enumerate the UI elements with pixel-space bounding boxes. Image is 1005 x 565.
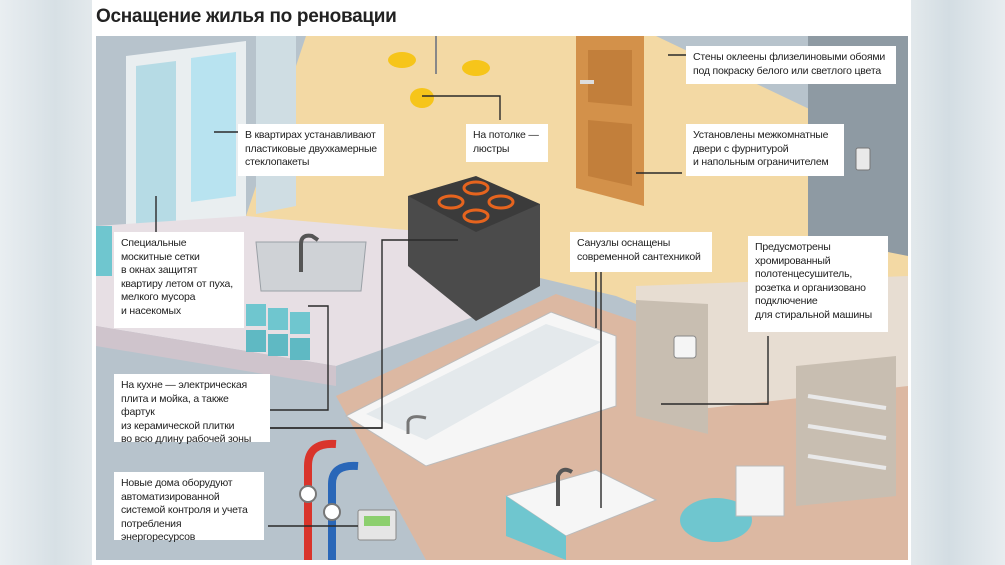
energy-meter-display [364, 516, 390, 526]
callout-windows: В квартирах устанавливают пластиковые дв… [238, 124, 384, 176]
bathroom-outlet [673, 335, 697, 359]
glass-tile-backsplash [96, 226, 310, 360]
callout-mosquito-nets: Специальные москитные сетки в окнах защи… [114, 232, 244, 328]
callout-walls: Стены оклеены флизелиновыми обоями под п… [686, 46, 896, 84]
callout-kitchen: На кухне — электрическая плита и мойка, … [114, 374, 270, 445]
pipe-hot [304, 439, 337, 560]
door-panel-lower [588, 120, 632, 186]
kitchen-faucet [299, 233, 320, 272]
bath-faucet [406, 415, 427, 434]
right-wall [808, 36, 908, 256]
washbasin-cabinet [506, 496, 566, 560]
washbasin [504, 469, 658, 537]
door-handle [580, 80, 594, 84]
callout-doors: Установлены межкомнатные двери с фурниту… [686, 124, 844, 176]
callout-walls-text: Стены оклеены флизелиновыми обоями под п… [693, 51, 886, 77]
stove-body [408, 196, 540, 321]
toilet-tank [735, 465, 785, 517]
infographic-title: Оснащение жилья по реновации [96, 6, 397, 27]
callout-chandeliers-text: На потолке — люстры [473, 129, 539, 155]
callout-bathroom: Санузлы оснащены современной сантехникой [570, 232, 712, 272]
chandelier-lamp-left [388, 52, 416, 68]
callout-towel-text: Предусмотрены хромированный полотенцесуш… [755, 241, 872, 321]
water-meter-hot [299, 485, 317, 503]
callout-meters: Новые дома оборудуют автоматизированной … [114, 472, 264, 543]
renovation-illustration: Стены оклеены флизелиновыми обоями под п… [96, 36, 908, 560]
cooktop-burners [437, 180, 515, 224]
bathroom-partition [636, 300, 708, 434]
water-meter-cold [323, 503, 341, 521]
chandelier-lamp-right [462, 60, 490, 76]
light-switch [855, 147, 871, 171]
window-glass [191, 52, 236, 202]
callout-leaders [155, 54, 769, 527]
chandelier-lamp-front [410, 88, 434, 108]
pipe-cold [328, 461, 359, 560]
callout-meters-text: Новые дома оборудуют автоматизированной … [121, 477, 248, 543]
right-blur-margin [911, 0, 1005, 565]
callout-kitchen-text: На кухне — электрическая плита и мойка, … [121, 379, 252, 445]
callout-bathroom-text: Санузлы оснащены современной сантехникой [577, 237, 701, 263]
counter-front [96, 326, 336, 386]
left-blur-margin [0, 0, 92, 565]
callout-mosquito-text: Специальные москитные сетки в окнах защи… [121, 237, 233, 317]
kitchen-sink [255, 241, 367, 292]
towel-dryer [796, 356, 896, 506]
bathtub-inner [366, 324, 601, 440]
door-panel-upper [588, 50, 632, 106]
callout-chandeliers: На потолке — люстры [466, 124, 548, 162]
washbasin-faucet [556, 467, 574, 506]
callout-windows-text: В квартирах устанавливают пластиковые дв… [245, 129, 377, 168]
toilet-bowl [680, 498, 752, 542]
infographic-panel: Оснащение жилья по реновации [92, 0, 911, 565]
callout-doors-text: Установлены межкомнатные двери с фурниту… [693, 129, 829, 168]
cooktop [408, 176, 540, 232]
callout-towel-dryer: Предусмотрены хромированный полотенцесуш… [748, 236, 888, 332]
mosquito-net [136, 61, 176, 226]
